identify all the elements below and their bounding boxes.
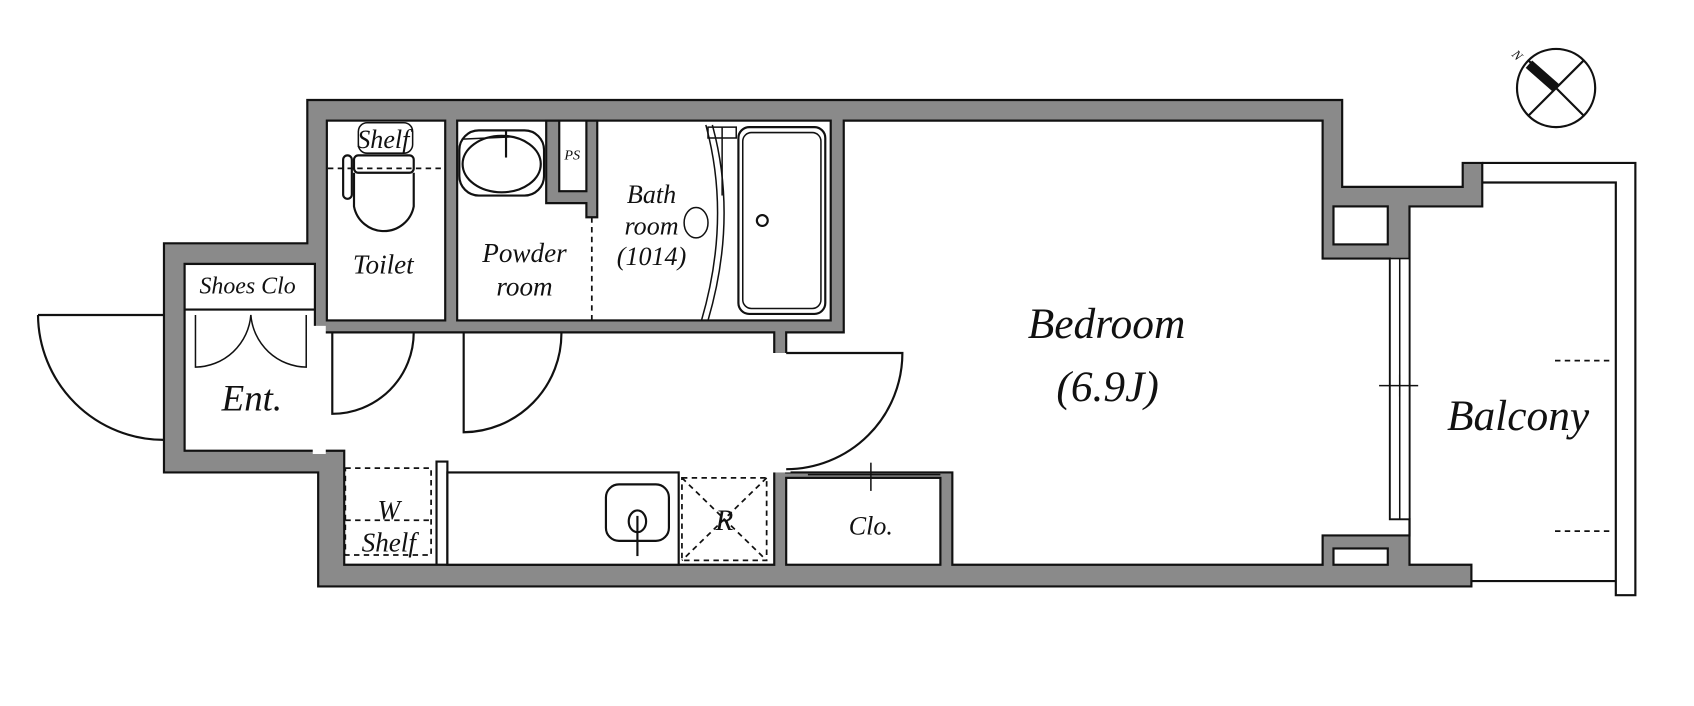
hallway-connector [312,325,326,454]
toilet-door[interactable] [331,332,415,415]
pillar-box-top [1332,205,1389,246]
wash-basin-icon [458,129,546,197]
pillar-box-bottom [1332,547,1389,566]
kitchen-sink-icon[interactable] [604,483,670,557]
toilet-fixture-icon [327,122,445,233]
closet-label: Clo. [849,511,893,540]
pipe-space-box [558,119,588,193]
pipe-space-label: PS [563,148,580,164]
shoes-closet-label: Shoes Clo [199,273,295,299]
toilet-label: Toilet [353,250,415,280]
refrigerator-label: R [714,505,733,537]
powder-room-door[interactable] [462,332,563,434]
washer-label-1: W [377,495,402,525]
powder-room-label-1: Powder [481,238,567,268]
bedroom-door[interactable] [786,351,904,471]
bathroom-size-label: (1014) [617,242,686,271]
balcony-rail [1482,161,1637,597]
north-compass-icon: N [1508,46,1597,129]
shoes-closet-doors[interactable] [194,314,307,368]
bathroom-label-1: Bath [627,180,676,209]
bathroom-label-2: room [625,212,679,241]
entrance-door[interactable] [36,313,164,441]
kitchen-counter [446,471,680,566]
washer-space [344,467,432,556]
closet-room [785,476,942,566]
bedroom-size-label: (6.9J) [1056,363,1158,411]
balcony-label: Balcony [1447,392,1590,440]
powder-room-label-2: room [496,271,552,301]
bedroom-door-opening [770,353,791,473]
bathtub-icon [683,124,827,321]
entrance-label: Ent. [221,378,282,419]
bedroom-label: Bedroom [1028,300,1186,348]
washer-label-2: Shelf [362,528,420,558]
compass-north-label: N [1508,46,1526,64]
toilet-shelf-label: Shelf [357,125,413,154]
shoes-closet [183,262,316,311]
